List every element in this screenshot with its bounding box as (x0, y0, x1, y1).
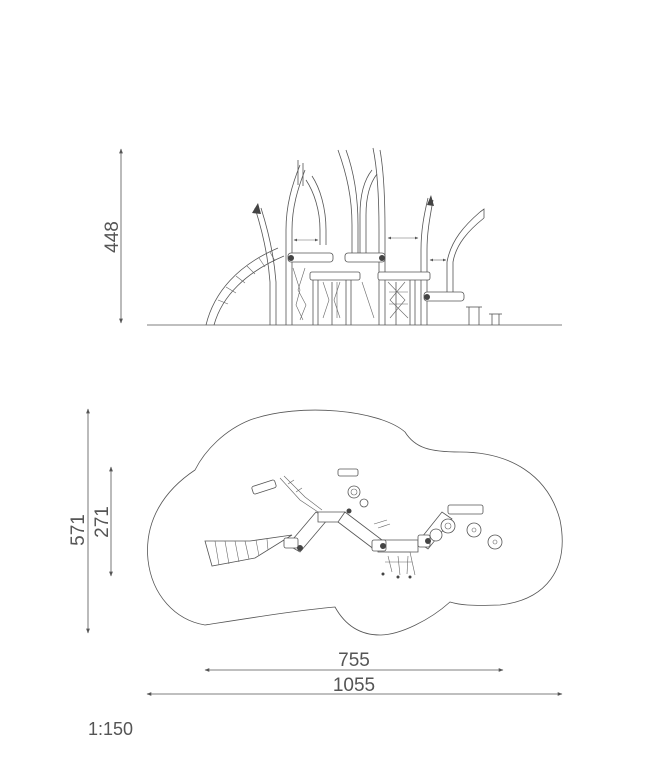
inner-width-label: 755 (338, 650, 370, 671)
inner-depth-label: 271 (92, 506, 113, 538)
plan-slide (204, 534, 293, 567)
elevation-view: 448 (102, 147, 562, 326)
rope-nets (292, 267, 409, 321)
platforms (287, 252, 465, 302)
stools (466, 306, 502, 325)
plan-arms (251, 468, 391, 529)
curved-posts (252, 147, 485, 325)
vertical-supports (312, 272, 416, 325)
height-dimension-label: 448 (102, 221, 123, 253)
safety-area-outline (147, 409, 563, 636)
plan-view: 571 271 755 1055 (68, 408, 563, 696)
outer-width-label: 1055 (333, 675, 375, 696)
slide (205, 247, 285, 326)
plan-rope-net (381, 551, 416, 579)
plan-stepping-discs (429, 518, 503, 550)
outer-depth-label: 571 (68, 514, 89, 546)
scale-label: 1:150 (88, 719, 133, 739)
